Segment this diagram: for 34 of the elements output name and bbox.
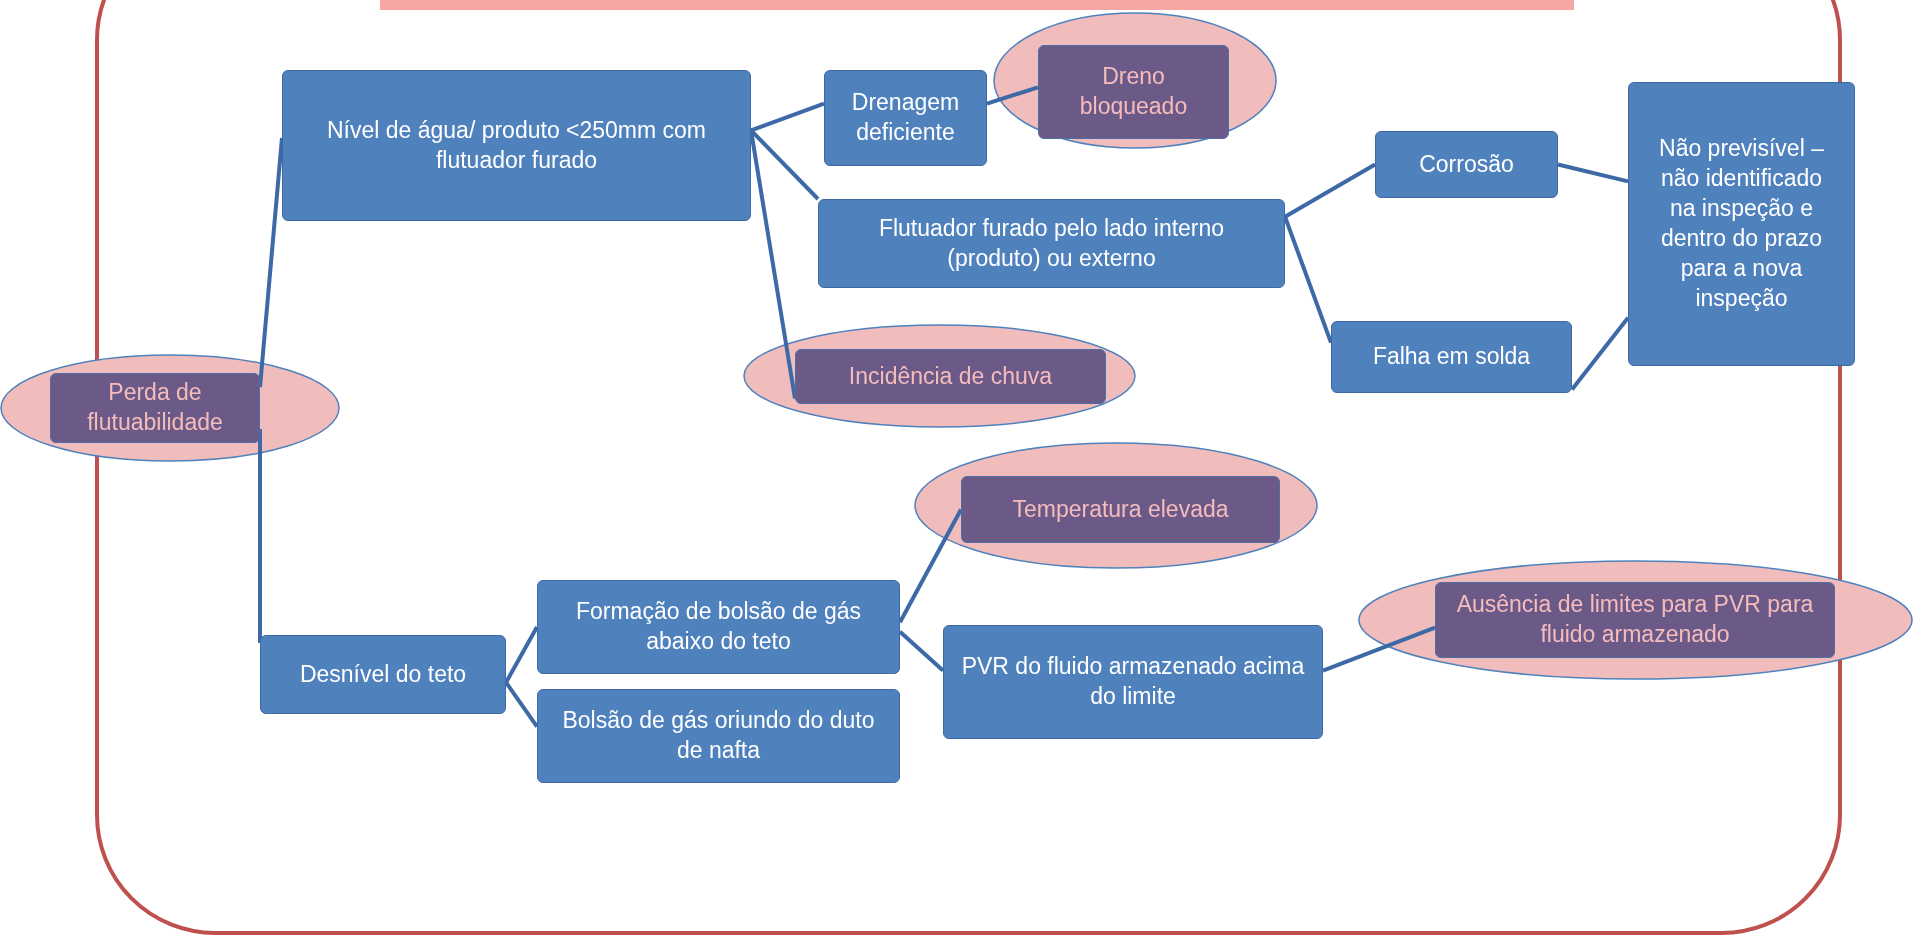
connector-line: [898, 508, 963, 624]
cause-box: Desnível do teto: [260, 635, 506, 714]
cause-box: Nível de água/ produto <250mm com flutuador furado: [282, 70, 751, 221]
connector-line: [1283, 216, 1333, 344]
cause-box: Corrosão: [1375, 131, 1558, 198]
connector-line: [1322, 625, 1436, 673]
highlight-ellipse: [743, 324, 1136, 428]
cause-box: Flutuador furado pelo lado interno (produto) ou externo: [818, 199, 1285, 288]
connector-line: [258, 137, 284, 388]
connector-line: [750, 101, 825, 133]
cause-box: Formação de bolsão de gás abaixo do teto: [537, 580, 900, 674]
connector-line: [986, 85, 1039, 106]
highlight-ellipse: [0, 354, 340, 462]
cause-box: Bolsão de gás oriundo do duto de nafta: [537, 689, 900, 783]
connector-line: [749, 130, 797, 399]
connector-line: [1557, 162, 1629, 184]
highlight-ellipse: [1358, 560, 1913, 680]
cause-box: Falha em solda: [1331, 321, 1572, 393]
highlight-ellipse: [914, 442, 1318, 569]
highlighted-cause-box: Dreno bloqueado: [1038, 45, 1229, 139]
connector-line: [1284, 162, 1376, 219]
cause-box: Não previsível – não identificado na inspeção e dentro do prazo para a nova inspeção: [1628, 82, 1855, 366]
highlighted-cause-box: Perda de flutuabilidade: [50, 373, 260, 443]
connector-line: [898, 630, 945, 673]
highlighted-cause-box: Incidência de chuva: [795, 349, 1106, 404]
cause-box: Drenagem deficiente: [824, 70, 987, 166]
connector-line: [258, 429, 262, 643]
cause-box: PVR do fluido armazenado acima do limite: [943, 625, 1323, 739]
connector-line: [504, 681, 539, 728]
highlight-ellipse: [993, 12, 1277, 149]
highlighted-cause-box: Temperatura elevada: [961, 476, 1280, 543]
connector-line: [504, 626, 539, 684]
highlighted-cause-box: Ausência de limites para PVR para fluido armazenado: [1435, 582, 1835, 658]
connector-line: [1570, 316, 1630, 391]
